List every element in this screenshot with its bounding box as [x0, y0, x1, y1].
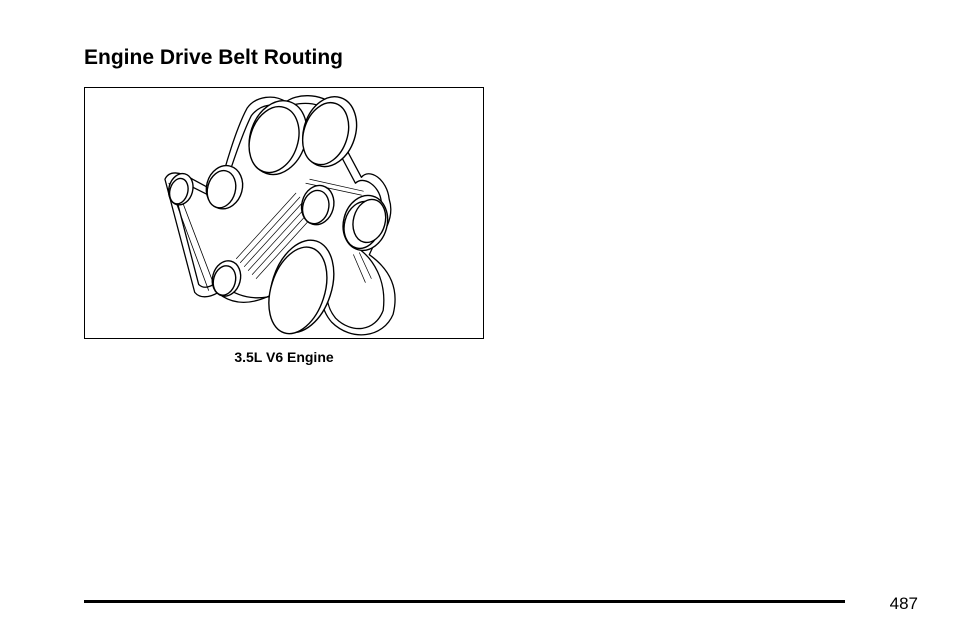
pulleys [165, 90, 393, 338]
idler-pulley-lower [208, 258, 244, 300]
power-steering-pulley [294, 90, 365, 174]
figure-caption: 3.5L V6 Engine [84, 348, 484, 366]
belt-routing-figure [84, 87, 484, 339]
belt-routing-diagram [85, 88, 483, 338]
idler-pulley-upper [202, 162, 248, 213]
page-title: Engine Drive Belt Routing [84, 44, 343, 72]
water-pump-pulley [337, 190, 394, 255]
tensioner-pulley [165, 171, 196, 208]
page-number: 487 [890, 594, 918, 614]
footer-rule [84, 600, 845, 603]
